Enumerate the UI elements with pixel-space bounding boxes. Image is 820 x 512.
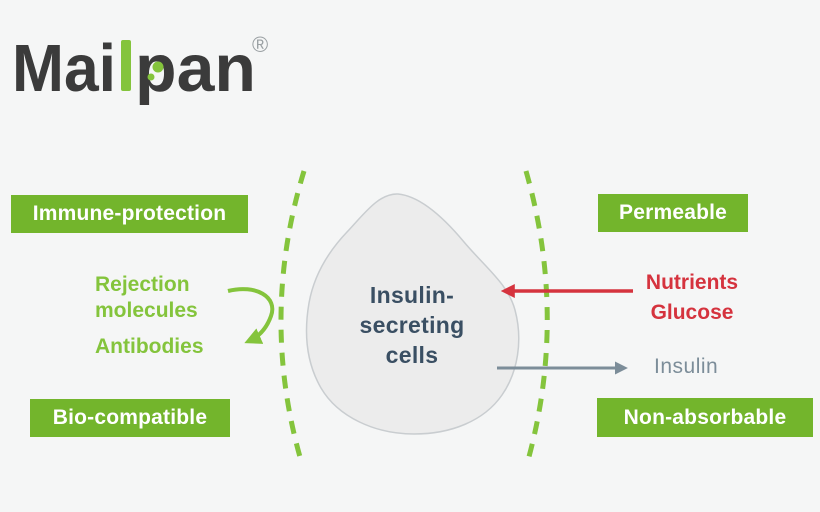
non-absorbable-badge: Non-absorbable — [597, 398, 813, 437]
nutrients-glucose-label: Nutrients Glucose — [628, 268, 756, 328]
cell-label-line3: cells — [385, 342, 439, 368]
rejection-deflected-arrow — [227, 287, 275, 344]
membrane-left-dashed-line — [278, 170, 307, 465]
insulin-secreting-cells-label: Insulin- secreting cells — [312, 280, 512, 370]
logo-p-dot-large — [152, 61, 164, 73]
antibodies-label: Antibodies — [95, 335, 204, 358]
logo-text-mai: Mai — [12, 31, 116, 106]
mailpan-logo: Mai pan ® — [12, 31, 268, 106]
logo-registered-mark: ® — [252, 32, 268, 57]
logo-letter-l-bar — [121, 40, 131, 91]
immune-protection-badge: Immune-protection — [11, 195, 248, 233]
rejection-label-line2: molecules — [95, 299, 198, 322]
permeable-badge: Permeable — [598, 194, 748, 232]
bio-compatible-badge: Bio-compatible — [30, 399, 230, 437]
rejection-molecules-label: Rejection molecules — [95, 272, 198, 324]
insulin-label: Insulin — [654, 355, 719, 378]
logo-p-dot-small — [147, 73, 155, 81]
glucose-label: Glucose — [650, 301, 734, 324]
nutrients-label: Nutrients — [645, 271, 739, 294]
membrane-right-dashed-line — [523, 170, 550, 465]
insulin-cell-blob — [305, 193, 520, 435]
rejection-label-line1: Rejection — [95, 273, 190, 296]
cell-label-line1: Insulin- — [369, 282, 455, 308]
cell-label-line2: secreting — [359, 312, 465, 338]
